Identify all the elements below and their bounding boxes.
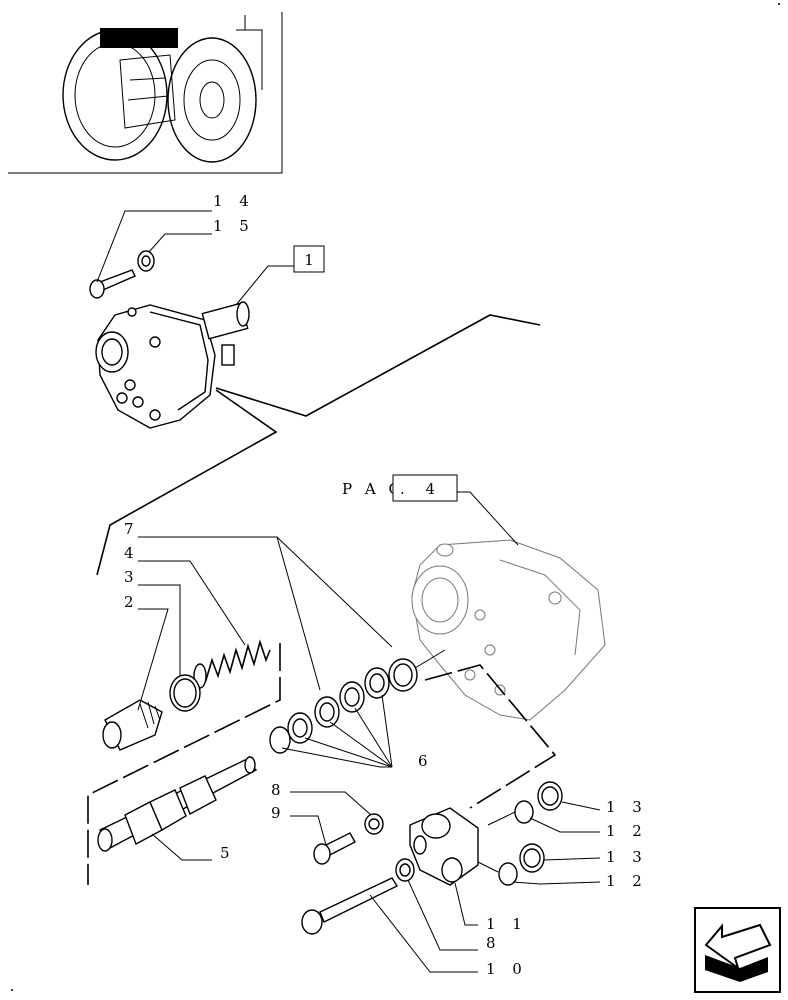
spring-4 [193, 639, 271, 689]
callout-11: 1 1 [486, 915, 528, 933]
bolt-14 [89, 269, 136, 299]
callout-2: 2 [124, 593, 134, 611]
callout-4: 4 [124, 544, 134, 562]
callout-3: 3 [124, 568, 134, 586]
callout-13-lower: 1 3 [606, 848, 648, 866]
callout-8-lower: 8 [486, 934, 496, 952]
ring-12-lower [498, 862, 518, 886]
callout-12-upper: 1 2 [606, 822, 648, 840]
washer-15 [137, 250, 155, 272]
block-11 [409, 807, 479, 886]
callout-7: 7 [124, 520, 134, 538]
valve-assembly-upper [95, 301, 250, 429]
tractor-thumbnail [8, 12, 283, 174]
callout-5: 5 [220, 844, 230, 862]
long-bolt-10 [301, 877, 399, 935]
callout-8-upper: 8 [271, 781, 281, 799]
plug-2 [102, 699, 163, 751]
page-ref-box[interactable]: . 4 [392, 474, 458, 502]
page-ref-value: . 4 [400, 480, 443, 498]
washer-8-lower [395, 858, 415, 882]
ring-12-upper [514, 800, 534, 824]
page-ref-prefix: P A G [342, 480, 404, 498]
bolt-9 [313, 832, 356, 865]
ring-13-upper [537, 781, 563, 811]
reference-box-label: 1 [304, 251, 314, 269]
callout-10: 1 0 [486, 960, 528, 978]
callout-14: 1 4 [213, 192, 255, 210]
callout-13-upper: 1 3 [606, 798, 648, 816]
callout-6: 6 [418, 752, 428, 770]
reference-box[interactable]: 1 [293, 245, 325, 273]
spool-5 [97, 756, 258, 852]
ghost-housing [411, 539, 606, 721]
callout-9: 9 [271, 804, 281, 822]
ring-13-lower [519, 843, 545, 873]
callout-12-lower: 1 2 [606, 872, 648, 890]
washer-8-upper [364, 813, 384, 835]
ring-set-6 [269, 658, 418, 754]
back-arrow-icon[interactable] [694, 907, 781, 993]
callout-15: 1 5 [213, 217, 255, 235]
